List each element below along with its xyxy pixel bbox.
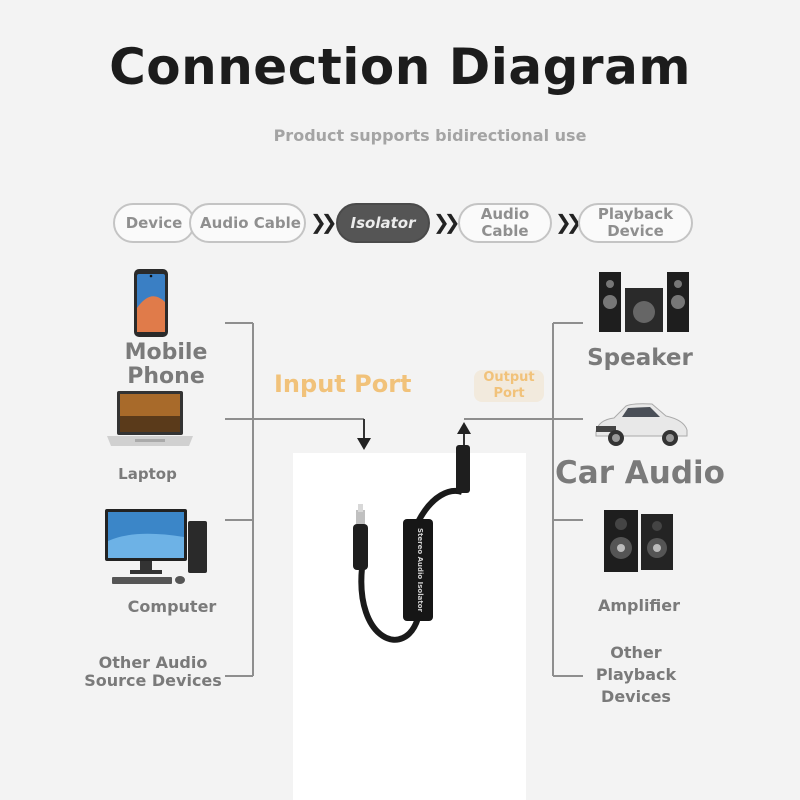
output-label-amplifier: Amplifier: [597, 596, 681, 615]
isolator-device-drawing: Stereo Audio Isolator: [353, 445, 470, 643]
flow-step-device: Device: [113, 203, 195, 243]
flow-step-label: Audio Cable: [200, 213, 301, 232]
output-label-other-playback: Other Playback Devices: [595, 643, 677, 706]
flow-step-isolator: Isolator: [336, 203, 430, 243]
input-port-label: Input Port: [274, 370, 412, 398]
speaker-system-icon: [599, 272, 689, 332]
car-icon: [595, 403, 688, 446]
device-panel: [293, 453, 526, 800]
svg-text:Stereo Audio Isolator: Stereo Audio Isolator: [416, 528, 424, 612]
source-label-other-audio: Other Audio Source Devices: [84, 653, 222, 690]
source-label-mobile-phone: Mobile Phone: [124, 340, 208, 389]
source-label-computer: Computer: [127, 597, 217, 616]
bookshelf-speakers-icon: [604, 510, 673, 572]
laptop-icon: [107, 391, 193, 446]
output-label-speaker: Speaker: [587, 345, 693, 371]
page-subtitle: Product supports bidirectional use: [273, 126, 587, 145]
desktop-computer-icon: [105, 509, 207, 584]
flow-step-audio-cable-in: Audio Cable: [189, 203, 306, 243]
mobile-phone-icon: [134, 269, 168, 337]
output-port-label: Output Port: [474, 370, 544, 402]
page-title: Connection Diagram: [109, 38, 691, 96]
flow-step-playback-device: Playback Device: [578, 203, 693, 243]
source-label-laptop: Laptop: [118, 465, 177, 483]
flow-step-audio-cable-out: Audio Cable: [458, 203, 552, 243]
output-label-car-audio: Car Audio: [555, 455, 725, 491]
